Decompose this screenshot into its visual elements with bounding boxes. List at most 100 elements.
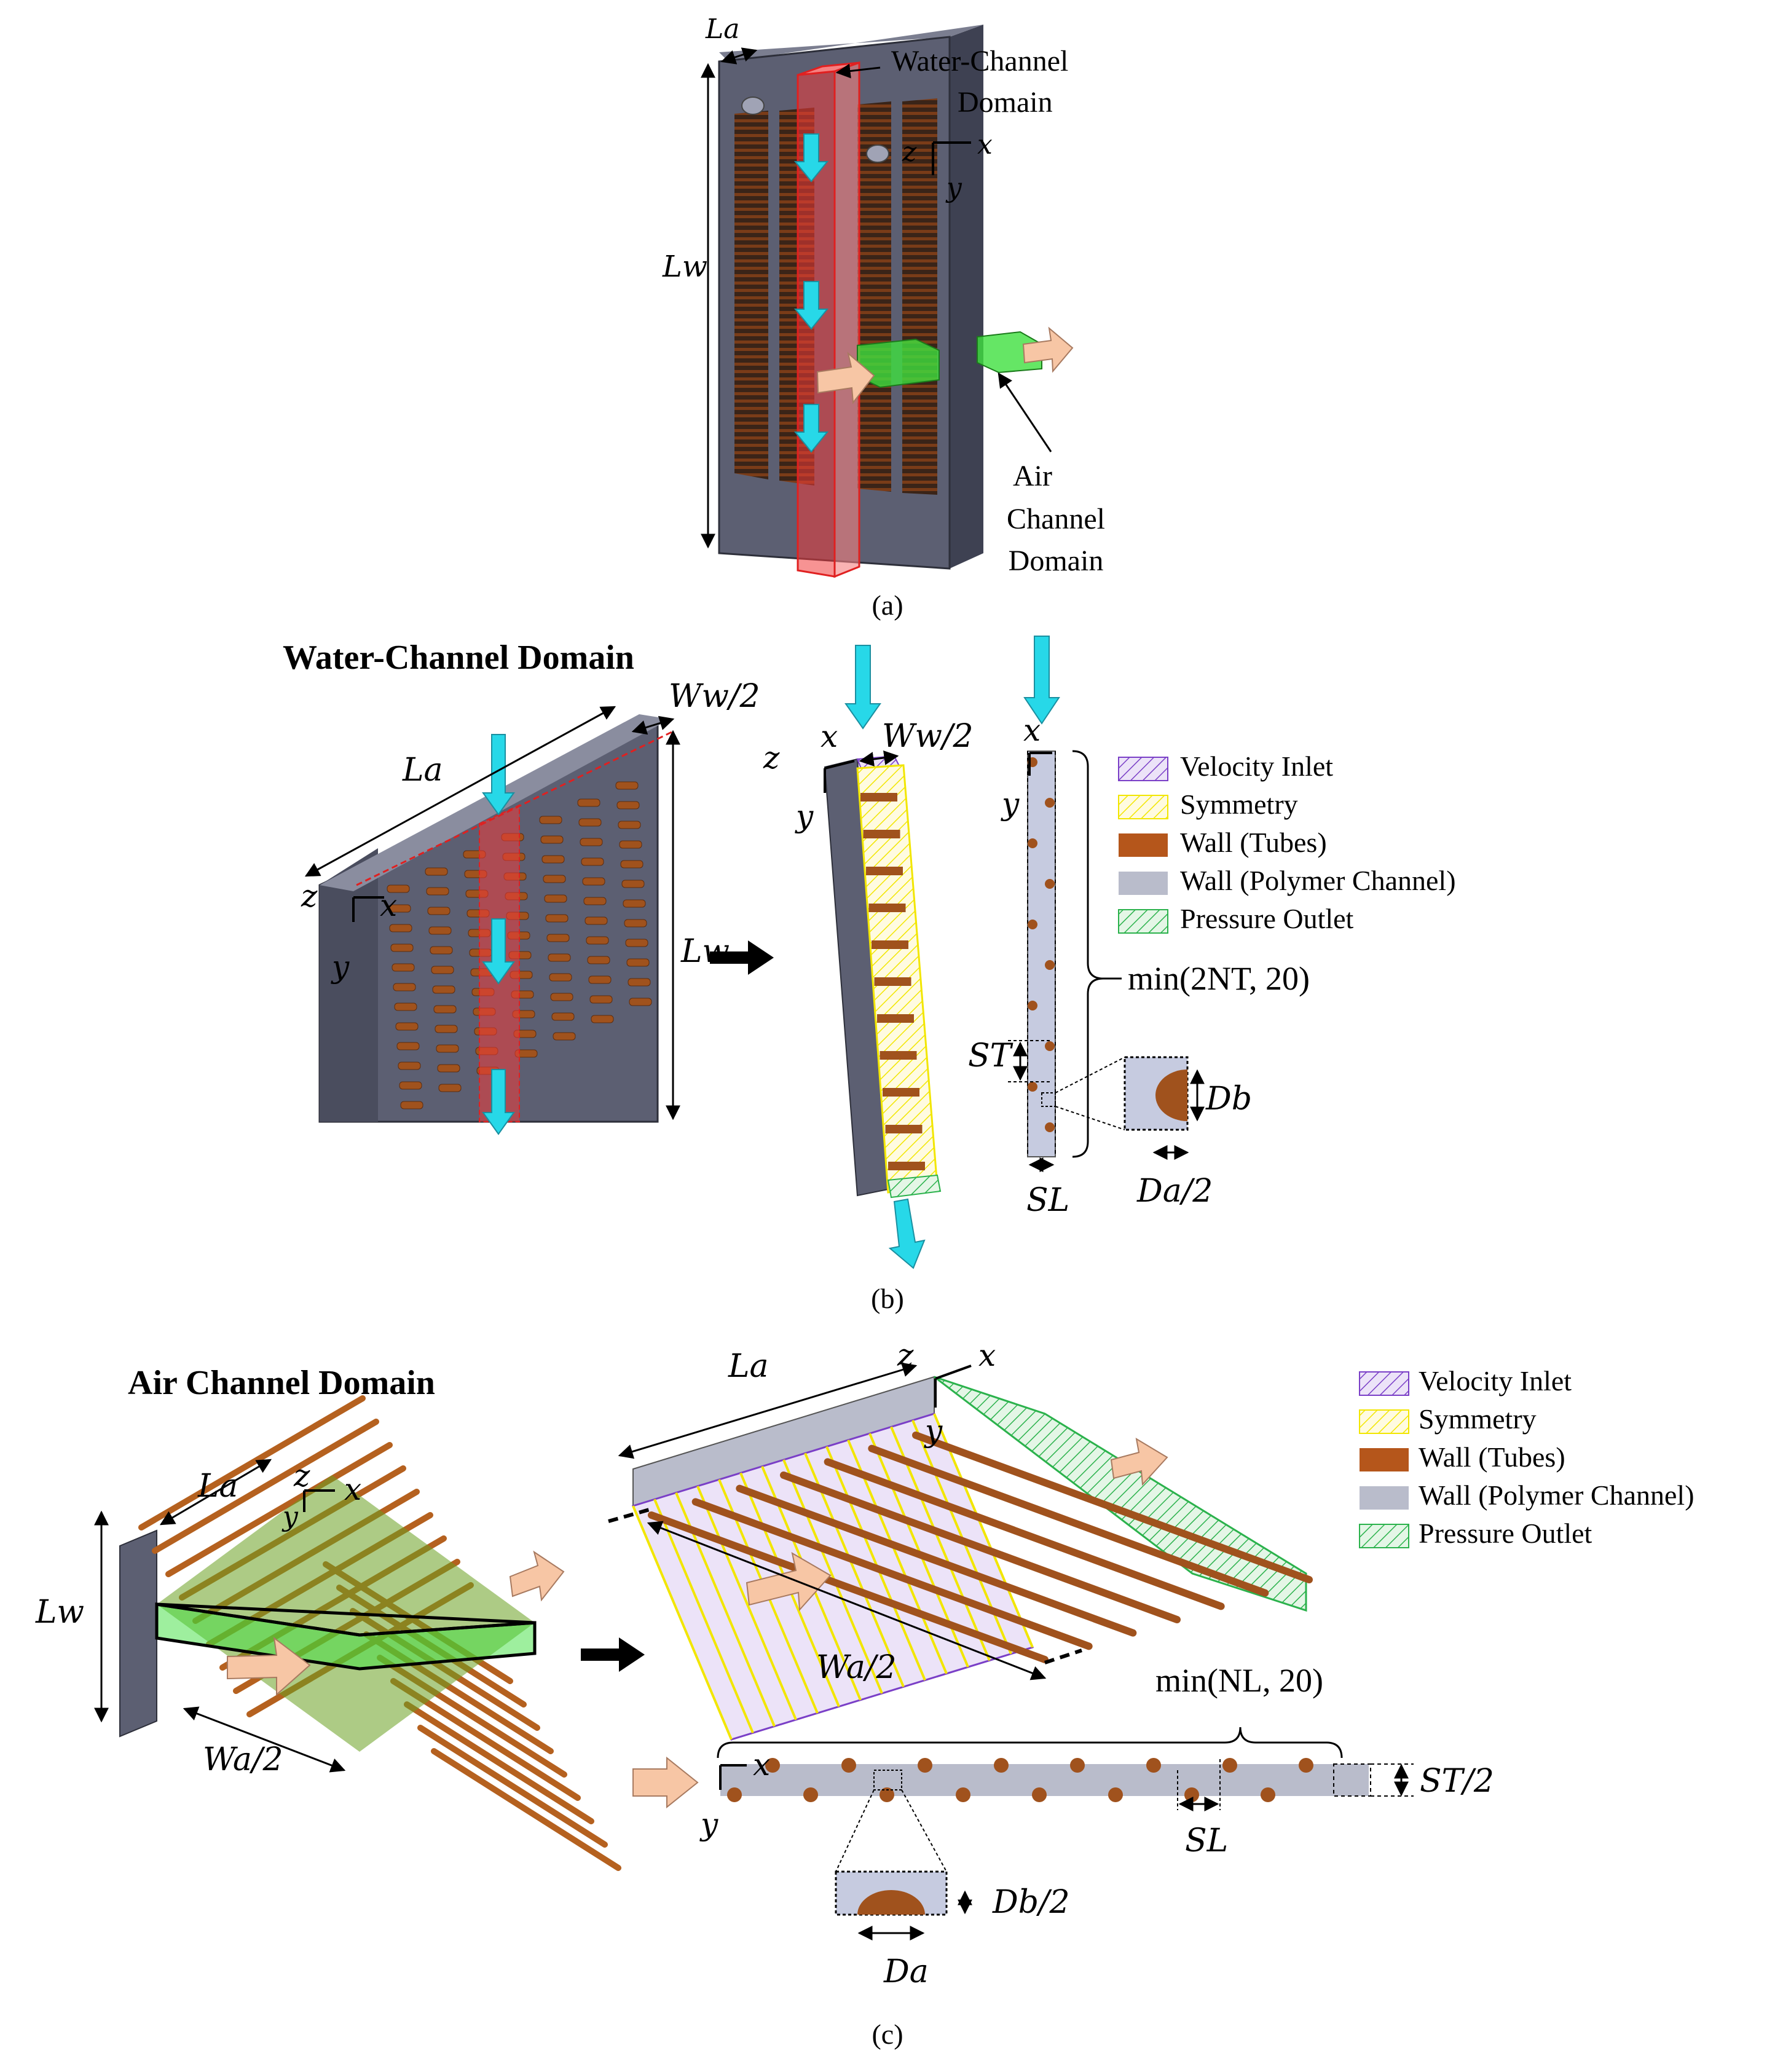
tube — [432, 985, 455, 994]
tube — [388, 904, 411, 913]
axis-z-label: z — [293, 1458, 310, 1494]
tube — [540, 835, 564, 844]
axis-triad — [719, 1764, 747, 1790]
tube — [584, 916, 608, 925]
air-cross-section-tubes — [727, 1758, 1313, 1802]
tube — [588, 975, 612, 984]
legend-swatch-symmetry — [1118, 795, 1168, 819]
tube-dot — [765, 1758, 780, 1773]
tube — [589, 995, 613, 1004]
tube-half-section — [857, 1890, 925, 1915]
zoom-line — [1055, 1057, 1125, 1093]
axis-x-label: x — [380, 888, 397, 923]
air-channel-label: Channel — [1007, 503, 1105, 535]
nozzle-icon — [741, 97, 765, 115]
tube-bank-1 — [734, 111, 768, 479]
tube — [550, 993, 573, 1001]
tube — [620, 860, 643, 869]
tube — [541, 855, 565, 864]
tube — [912, 1432, 1313, 1583]
tube-dot — [1146, 1758, 1161, 1773]
tube — [577, 798, 600, 807]
tube — [874, 977, 911, 986]
axis-triad — [303, 1489, 335, 1512]
tube — [616, 801, 640, 809]
water-channel-domain-side — [833, 61, 860, 578]
tube-dot — [1028, 1082, 1037, 1092]
air-flow-arrow-icon — [1110, 1438, 1168, 1486]
air-domain-outlet — [934, 1376, 1307, 1612]
tube — [629, 998, 652, 1006]
tube-dot — [956, 1787, 970, 1802]
tube-dot — [1028, 1001, 1037, 1010]
tube — [398, 1062, 421, 1070]
tube-dot — [1222, 1758, 1237, 1773]
caption-a: (a) — [872, 589, 903, 621]
air-flow-arrow-icon — [816, 352, 875, 404]
tube-dot — [1045, 798, 1055, 808]
tube — [399, 1081, 422, 1090]
label-ww-half: Ww/2 — [882, 718, 974, 755]
axis-y-label: y — [795, 798, 814, 834]
tube — [582, 877, 605, 886]
tube — [553, 1032, 576, 1041]
label-st-half: ST/2 — [1420, 1763, 1494, 1800]
legend-swatch-wall-polymer — [1360, 1486, 1409, 1510]
tube-dot — [1299, 1758, 1313, 1773]
axis-triad — [934, 1365, 972, 1408]
label-lw: Lw — [35, 1594, 84, 1631]
plate-top — [719, 25, 983, 61]
tube-dot — [727, 1787, 742, 1802]
tube — [872, 940, 908, 949]
tube-dot — [1184, 1787, 1199, 1802]
tube-bank-4 — [902, 98, 937, 495]
nozzle-icon — [866, 144, 889, 163]
legend-label: Pressure Outlet — [1419, 1518, 1592, 1549]
label-min-nl: min(NL, 20) — [1155, 1662, 1323, 1699]
dashed-guide — [1044, 1649, 1082, 1664]
tube — [880, 1051, 917, 1060]
air-flow-arrow-icon — [509, 1550, 565, 1602]
tube-dot — [1108, 1787, 1123, 1802]
tube — [437, 1064, 460, 1073]
axis-triad — [932, 141, 971, 175]
air-channel-label: Air — [1013, 460, 1052, 492]
zoom-source-box — [873, 1770, 902, 1790]
axis-y-label: y — [945, 172, 962, 203]
tube — [389, 924, 412, 932]
label-db: Db — [1205, 1081, 1252, 1117]
axis-z-label: z — [897, 1337, 914, 1373]
tube — [623, 899, 646, 908]
air-flow-arrow-icon — [632, 1756, 699, 1809]
legend-label: Pressure Outlet — [1180, 903, 1354, 934]
tube — [551, 1012, 575, 1021]
legend-swatch-pressure-outlet — [1359, 1524, 1409, 1548]
plate-side — [950, 25, 983, 569]
tube — [395, 1022, 419, 1031]
transition-arrow-icon — [710, 940, 774, 975]
tube — [624, 919, 647, 928]
tube-dot — [1045, 960, 1055, 970]
tube-dot — [1045, 1122, 1055, 1132]
tube — [586, 936, 609, 945]
axis-x-label: x — [753, 1747, 770, 1782]
tube — [428, 926, 452, 935]
label-da-half: Da/2 — [1136, 1173, 1213, 1210]
tube-bank-3 — [857, 101, 891, 492]
tube — [426, 887, 449, 896]
tube — [549, 973, 572, 982]
brace — [1072, 750, 1104, 1158]
tube — [868, 904, 906, 912]
axis-triad — [824, 760, 855, 793]
axis-x-label: x — [978, 1337, 996, 1373]
axis-y-label: y — [331, 949, 350, 985]
dimension-line — [159, 1459, 272, 1526]
axis-triad — [1028, 752, 1052, 776]
tube — [546, 934, 570, 942]
water-flow-arrow-icon — [793, 404, 829, 453]
legend-swatch-symmetry — [1359, 1409, 1409, 1434]
tube — [877, 1014, 914, 1023]
tube — [619, 840, 642, 849]
